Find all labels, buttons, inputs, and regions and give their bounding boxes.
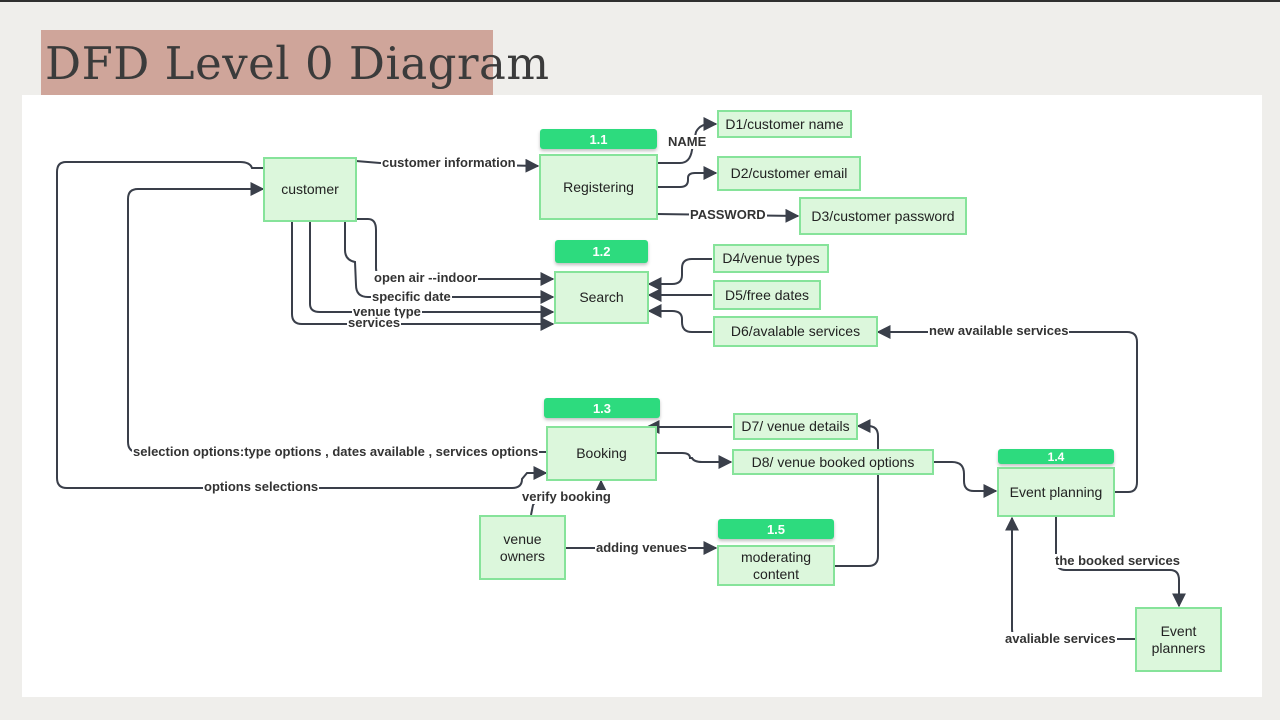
label-name: NAME [667, 134, 708, 149]
label-verify-booking: verify booking [521, 489, 612, 504]
process-id-1-3: 1.3 [544, 398, 660, 418]
process-id-1-4: 1.4 [998, 449, 1114, 464]
label-venue-type: venue type [352, 304, 422, 319]
process-event-planning[interactable]: Event planning [997, 467, 1115, 517]
flow-new-available-services [876, 325, 1138, 493]
process-registering[interactable]: Registering [539, 154, 658, 220]
entity-event-planners[interactable]: Event planners [1135, 607, 1222, 672]
flow-booking-d8 [657, 452, 733, 469]
entity-event-planners-label: Event planners [1151, 622, 1206, 656]
page-title: DFD Level 0 Diagram [45, 37, 550, 90]
store-d8-label: D8/ venue booked options [751, 453, 915, 470]
process-id-1-1: 1.1 [540, 129, 657, 149]
flow-d4-search [647, 258, 712, 291]
store-d5[interactable]: D5/free dates [713, 280, 821, 310]
process-moderating-content[interactable]: moderating content [717, 545, 835, 586]
flow-options-selections [56, 161, 548, 489]
label-password: PASSWORD [689, 207, 767, 222]
process-moderating-content-label: moderating content [740, 548, 812, 582]
store-d4-label: D4/venue types [722, 250, 820, 266]
entity-venue-owners-label: venue owners [499, 530, 546, 564]
process-id-1-5: 1.5 [718, 519, 834, 539]
store-d2[interactable]: D2/customer email [717, 156, 861, 191]
label-open-air: open air --indoor [373, 270, 479, 285]
flow-venue-type [309, 221, 555, 319]
store-d3[interactable]: D3/customer password [799, 197, 967, 235]
store-d8[interactable]: D8/ venue booked options [732, 449, 934, 475]
process-id-1-2: 1.2 [555, 240, 648, 263]
label-selection-options: selection options:type options , dates a… [132, 444, 540, 459]
process-booking-label: Booking [576, 445, 627, 461]
label-options-selections: options selections [203, 479, 320, 494]
store-d6[interactable]: D6/avalable services [713, 316, 878, 347]
store-d6-label: D6/avalable services [730, 323, 861, 339]
label-services: services [347, 315, 402, 330]
flow-services [291, 221, 555, 331]
process-search[interactable]: Search [554, 271, 649, 324]
store-d7-label: D7/ venue details [741, 418, 850, 434]
flow-email [657, 166, 718, 188]
store-d5-label: D5/free dates [724, 286, 810, 303]
label-customer-information: customer information [381, 155, 517, 170]
store-d1[interactable]: D1/customer name [717, 110, 852, 138]
store-d7[interactable]: D7/ venue details [733, 413, 858, 440]
top-rule [0, 0, 1280, 2]
store-d2-label: D2/customer email [730, 165, 848, 181]
entity-customer[interactable]: customer [263, 157, 357, 222]
flow-moderating-d7 [835, 419, 879, 567]
flow-d6-search [647, 304, 712, 333]
entity-customer-label: customer [281, 181, 339, 197]
label-specific-date: specific date [371, 289, 452, 304]
flow-specific-date [344, 221, 555, 304]
process-booking[interactable]: Booking [546, 426, 657, 481]
flow-d8-event [934, 461, 998, 498]
label-available-services: avaliable services [1004, 631, 1117, 646]
process-registering-label: Registering [563, 178, 634, 195]
process-event-planning-label: Event planning [1009, 483, 1103, 500]
flow-available-services [1005, 516, 1135, 640]
label-adding-venues: adding venues [595, 540, 689, 555]
label-new-available-services: new available services [928, 323, 1070, 338]
flow-selection-options [127, 182, 546, 453]
store-d3-label: D3/customer password [811, 207, 955, 224]
title-banner: DFD Level 0 Diagram [41, 30, 550, 97]
entity-venue-owners[interactable]: venue owners [479, 515, 566, 580]
store-d1-label: D1/customer name [725, 115, 844, 132]
process-search-label: Search [579, 289, 624, 305]
label-booked-services: the booked services [1054, 553, 1181, 568]
store-d4[interactable]: D4/venue types [713, 244, 829, 273]
